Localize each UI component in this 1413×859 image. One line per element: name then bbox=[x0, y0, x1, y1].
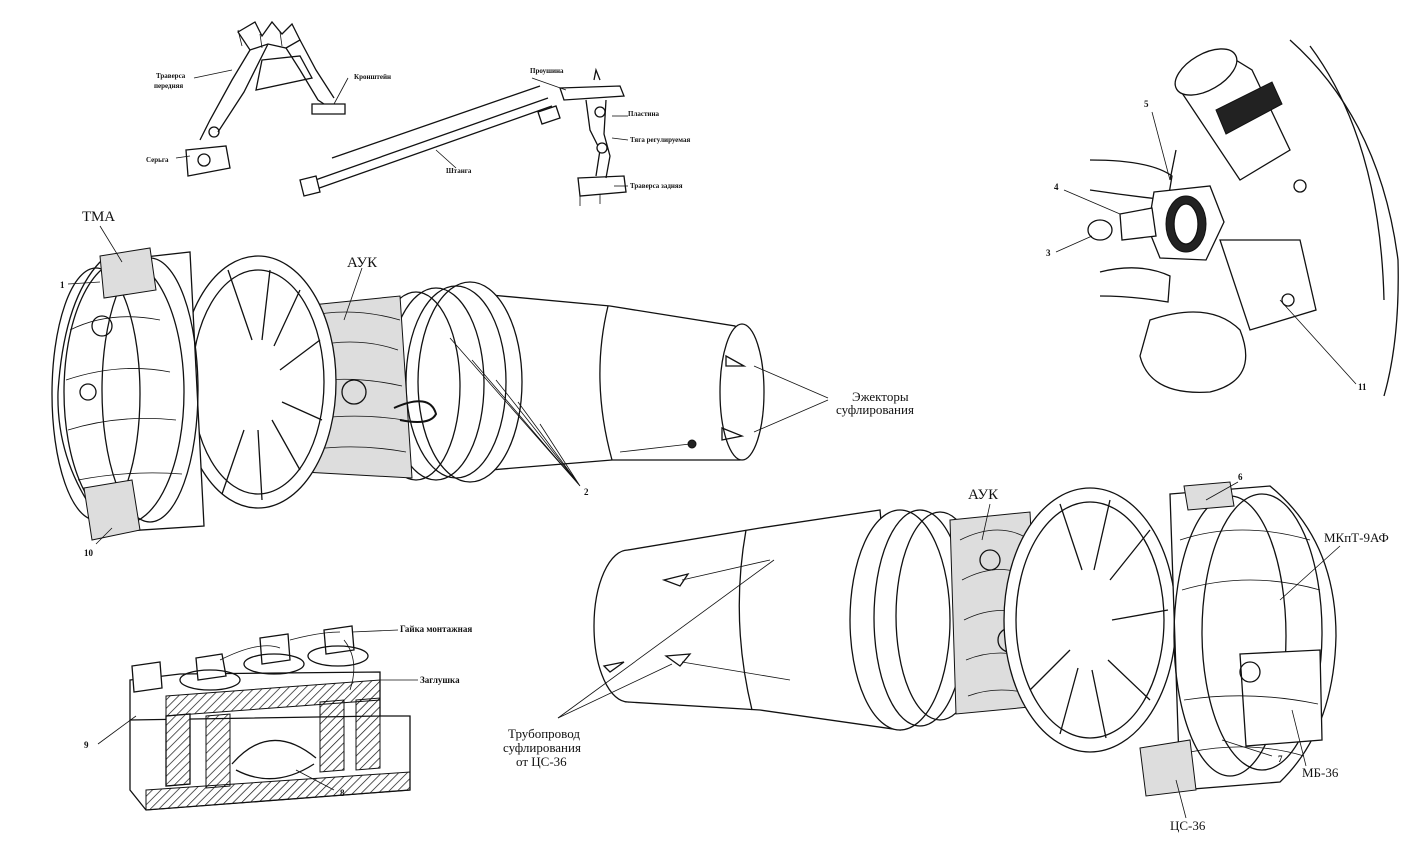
label-plug: Заглушка bbox=[420, 675, 460, 685]
label-cs36: ЦС-36 bbox=[1170, 818, 1206, 833]
engine-right-view bbox=[557, 481, 1341, 819]
front-traverse-drawing bbox=[175, 20, 349, 177]
label-mkpt: МКпТ-9АФ bbox=[1324, 530, 1389, 545]
number-9: 9 bbox=[84, 740, 89, 750]
number-11: 11 bbox=[1358, 382, 1367, 392]
label-tma: ТМА bbox=[82, 209, 115, 225]
number-6: 6 bbox=[1238, 472, 1243, 482]
number-4: 4 bbox=[1054, 182, 1059, 192]
label-traverse-front-2: передняя bbox=[154, 82, 183, 90]
number-3: 3 bbox=[1046, 248, 1051, 258]
label-adjustable-rod: Тяга регулируемая bbox=[630, 136, 690, 144]
mount-section-drawing bbox=[97, 625, 418, 811]
label-earring: Серьга bbox=[146, 156, 169, 164]
number-1: 1 bbox=[60, 280, 65, 290]
label-rod: Штанга bbox=[446, 167, 472, 175]
number-2: 2 bbox=[584, 487, 589, 497]
label-eye: Проушина bbox=[530, 67, 564, 75]
number-7: 7 bbox=[1278, 754, 1283, 764]
label-mb36: МБ-36 bbox=[1302, 765, 1339, 780]
label-auk-left: АУК bbox=[347, 255, 378, 271]
engine-left-view bbox=[51, 225, 829, 545]
label-bracket: Кронштейн bbox=[354, 73, 391, 81]
label-mount-nut: Гайка монтажная bbox=[400, 624, 472, 634]
label-ejectors-2: суфлирования bbox=[836, 402, 914, 417]
label-pipeline-1: Трубопровод bbox=[508, 726, 580, 741]
number-10: 10 bbox=[84, 548, 94, 558]
label-plate: Пластина bbox=[628, 110, 659, 118]
rear-rod-drawing bbox=[299, 67, 629, 206]
label-auk-right: АУК bbox=[968, 487, 999, 503]
number-8: 8 bbox=[340, 788, 345, 798]
label-pipeline-2: суфлирования bbox=[503, 740, 581, 755]
label-traverse-rear: Траверса задняя bbox=[630, 182, 683, 190]
label-ejectors-1: Эжекторы bbox=[852, 389, 909, 404]
label-traverse-front-1: Траверса bbox=[156, 72, 186, 80]
detail-view bbox=[1055, 39, 1399, 397]
label-pipeline-3: от ЦС-36 bbox=[516, 754, 567, 769]
number-5: 5 bbox=[1144, 99, 1149, 109]
